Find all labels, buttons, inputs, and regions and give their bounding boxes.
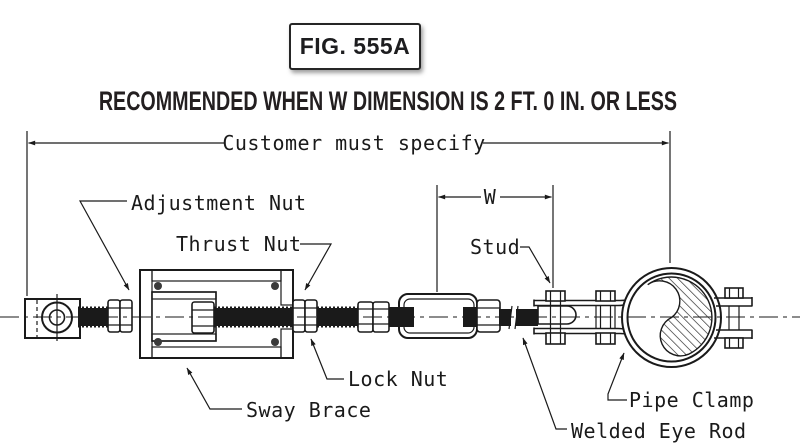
leader-thrust-nut (300, 243, 333, 291)
retainer-dot (271, 282, 279, 290)
coupling (389, 293, 488, 339)
adjustment-nut (107, 299, 133, 333)
leader-welded-eye-rod (522, 337, 567, 430)
right-nut-body (476, 299, 501, 333)
adjustment-nut-2 (119, 299, 133, 333)
label-sway-brace: Sway Brace (246, 398, 371, 422)
label-pipe-clamp: Pipe Clamp (629, 388, 754, 412)
adjustment-nut-1 (107, 299, 121, 333)
eye-rod-segment-2 (516, 309, 538, 326)
label-adjustment-nut: Adjustment Nut (131, 191, 307, 215)
stud-nut (545, 332, 566, 345)
figure-number-box: FIG. 555A (289, 23, 421, 70)
retainer-dot (154, 338, 162, 346)
leader-adjustment-nut (78, 200, 130, 291)
right-bolt-head (724, 287, 744, 299)
label-lock-nut: Lock Nut (348, 367, 448, 391)
eye-rod-end (537, 305, 577, 325)
inner-tube-top-wall (151, 291, 217, 300)
sway-brace (139, 269, 294, 359)
recommendation-headline: RECOMMENDED WHEN W DIMENSION IS 2 FT. 0 … (98, 86, 678, 116)
bolt-nut (595, 332, 616, 345)
leader-lines (78, 200, 627, 430)
sway-brace-right-cap-bottom (280, 328, 294, 359)
right-bolt-nut (724, 337, 744, 349)
sway-brace-right-cap-top (280, 269, 294, 306)
leader-stud (520, 246, 551, 284)
leader-lock-nut (310, 338, 344, 380)
retainer-dot (154, 282, 162, 290)
inner-tube-bottom-wall (151, 333, 217, 342)
leader-sway-brace (186, 367, 242, 410)
threaded-rod-left (78, 308, 111, 326)
coupling-right-nut (476, 299, 501, 333)
thrust-nut-part (292, 299, 306, 333)
leader-pipe-clamp (607, 352, 627, 401)
retainer-dot (271, 338, 279, 346)
w-dimension-label: W (484, 185, 497, 209)
lock-nut-part (304, 299, 318, 333)
stud-head (545, 290, 566, 302)
component-labels: Adjustment Nut Thrust Nut Stud Lock Nut … (131, 191, 754, 443)
label-stud: Stud (470, 235, 520, 259)
customer-dimension: Customer must specify (26, 131, 671, 296)
break-mark (514, 305, 519, 330)
customer-dimension-label: Customer must specify (222, 131, 485, 155)
figure-number-label: FIG. 555A (299, 33, 411, 59)
w-dimension: W (436, 185, 554, 292)
label-welded-eye-rod: Welded Eye Rod (571, 419, 747, 443)
bolt-head (595, 290, 616, 302)
label-thrust-nut: Thrust Nut (176, 232, 301, 256)
stud-bolt (545, 290, 566, 345)
internal-threaded-rod (214, 308, 293, 326)
thrust-lock-nuts (292, 299, 318, 333)
pipe-section-symbol (647, 276, 713, 357)
